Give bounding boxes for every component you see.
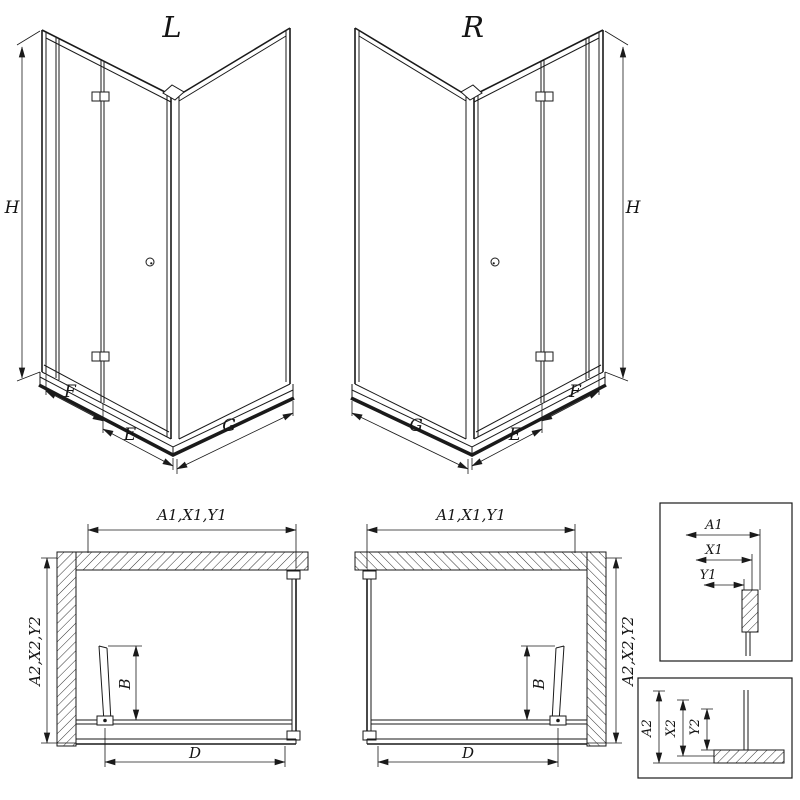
panel-bracket-bottom <box>286 730 301 741</box>
door-knob <box>145 257 155 267</box>
plan-view-geometry-r <box>355 524 622 767</box>
door-face-outline <box>41 29 172 439</box>
glass-section-line-tray <box>743 690 749 750</box>
dim-label-g-r: G <box>409 416 423 436</box>
dim-label-f-r: F <box>568 382 582 402</box>
dim-label-a2x2y2-plan-l: A2,X2,Y2 <box>26 616 44 688</box>
glass-section-line-wall <box>745 632 751 656</box>
detail-view-tray-profile: A2 X2 Y2 <box>637 677 793 779</box>
detail-tray-frame <box>637 677 793 779</box>
detail-tray-reference-lines <box>653 690 714 764</box>
detail-wall-frame <box>659 502 793 662</box>
door-hinge-bottom <box>91 351 110 362</box>
dim-g-extensions <box>176 401 294 474</box>
door-hinge-top <box>91 91 110 102</box>
dim-label-a2-detail: A2 <box>640 719 655 738</box>
door-face-inner-lines <box>41 32 172 440</box>
tray-front-edge <box>76 738 297 744</box>
dim-g-line <box>176 412 294 470</box>
folded-door-plan <box>96 645 114 726</box>
dim-label-g-l: G <box>222 416 236 436</box>
detail-wall-reference-lines <box>743 529 761 590</box>
dim-label-h-l: H <box>4 198 21 218</box>
detail-view-wall-profile: A1 X1 Y1 <box>659 502 793 662</box>
tray-profile-section <box>713 749 785 764</box>
dim-label-e-r: E <box>508 425 522 445</box>
dim-label-h-r: H <box>625 198 642 218</box>
dim-label-y1-detail: Y1 <box>700 568 717 583</box>
dim-label-d-plan-r: D <box>461 744 474 762</box>
dim-label-a1-detail: A1 <box>704 518 723 533</box>
wall-section-side <box>56 551 77 747</box>
dim-label-e-l: E <box>123 425 137 445</box>
bifold-door-panel-edges <box>43 37 170 433</box>
corner-bracket <box>162 84 185 101</box>
dim-label-a2x2y2-plan-r: A2,X2,Y2 <box>619 616 637 688</box>
wall-section-top <box>75 551 309 571</box>
dim-f-line <box>45 390 104 422</box>
wall-profile-section <box>741 589 759 633</box>
dim-h-extensions <box>16 30 41 382</box>
plan-l-labels: A1,X1,Y1 A2,X2,Y2 B D <box>26 506 227 762</box>
dim-label-x1-detail: X1 <box>704 543 723 558</box>
panel-bracket-top <box>286 570 301 580</box>
dim-label-a1x1y1-plan-l: A1,X1,Y1 <box>155 506 227 524</box>
dim-label-d-plan-l: D <box>188 744 201 762</box>
dim-label-y2-detail: Y2 <box>688 719 703 736</box>
corner-enclosure-geometry-l <box>16 27 295 474</box>
dim-label-b-plan-r: B <box>530 678 548 690</box>
dim-e-line <box>102 428 174 467</box>
dim-label-a1x1y1-plan-r: A1,X1,Y1 <box>434 506 506 524</box>
dim-label-b-plan-l: B <box>116 678 134 690</box>
variant-label-r: R <box>461 10 484 44</box>
variant-label-l: L <box>161 10 181 44</box>
plan-r-labels: A1,X1,Y1 A2,X2,Y2 B D <box>434 506 637 762</box>
perspective-r-labels: R H F E G <box>409 10 641 445</box>
corner-enclosure-geometry-r <box>351 28 628 474</box>
side-panel-inner-lines <box>178 30 291 440</box>
dim-label-f-l: F <box>63 382 77 402</box>
dim-label-x2-detail: X2 <box>664 719 679 738</box>
side-panel-outline <box>178 27 291 384</box>
perspective-l-labels: L H F E G <box>4 10 236 445</box>
plan-view-geometry-l <box>41 524 309 767</box>
